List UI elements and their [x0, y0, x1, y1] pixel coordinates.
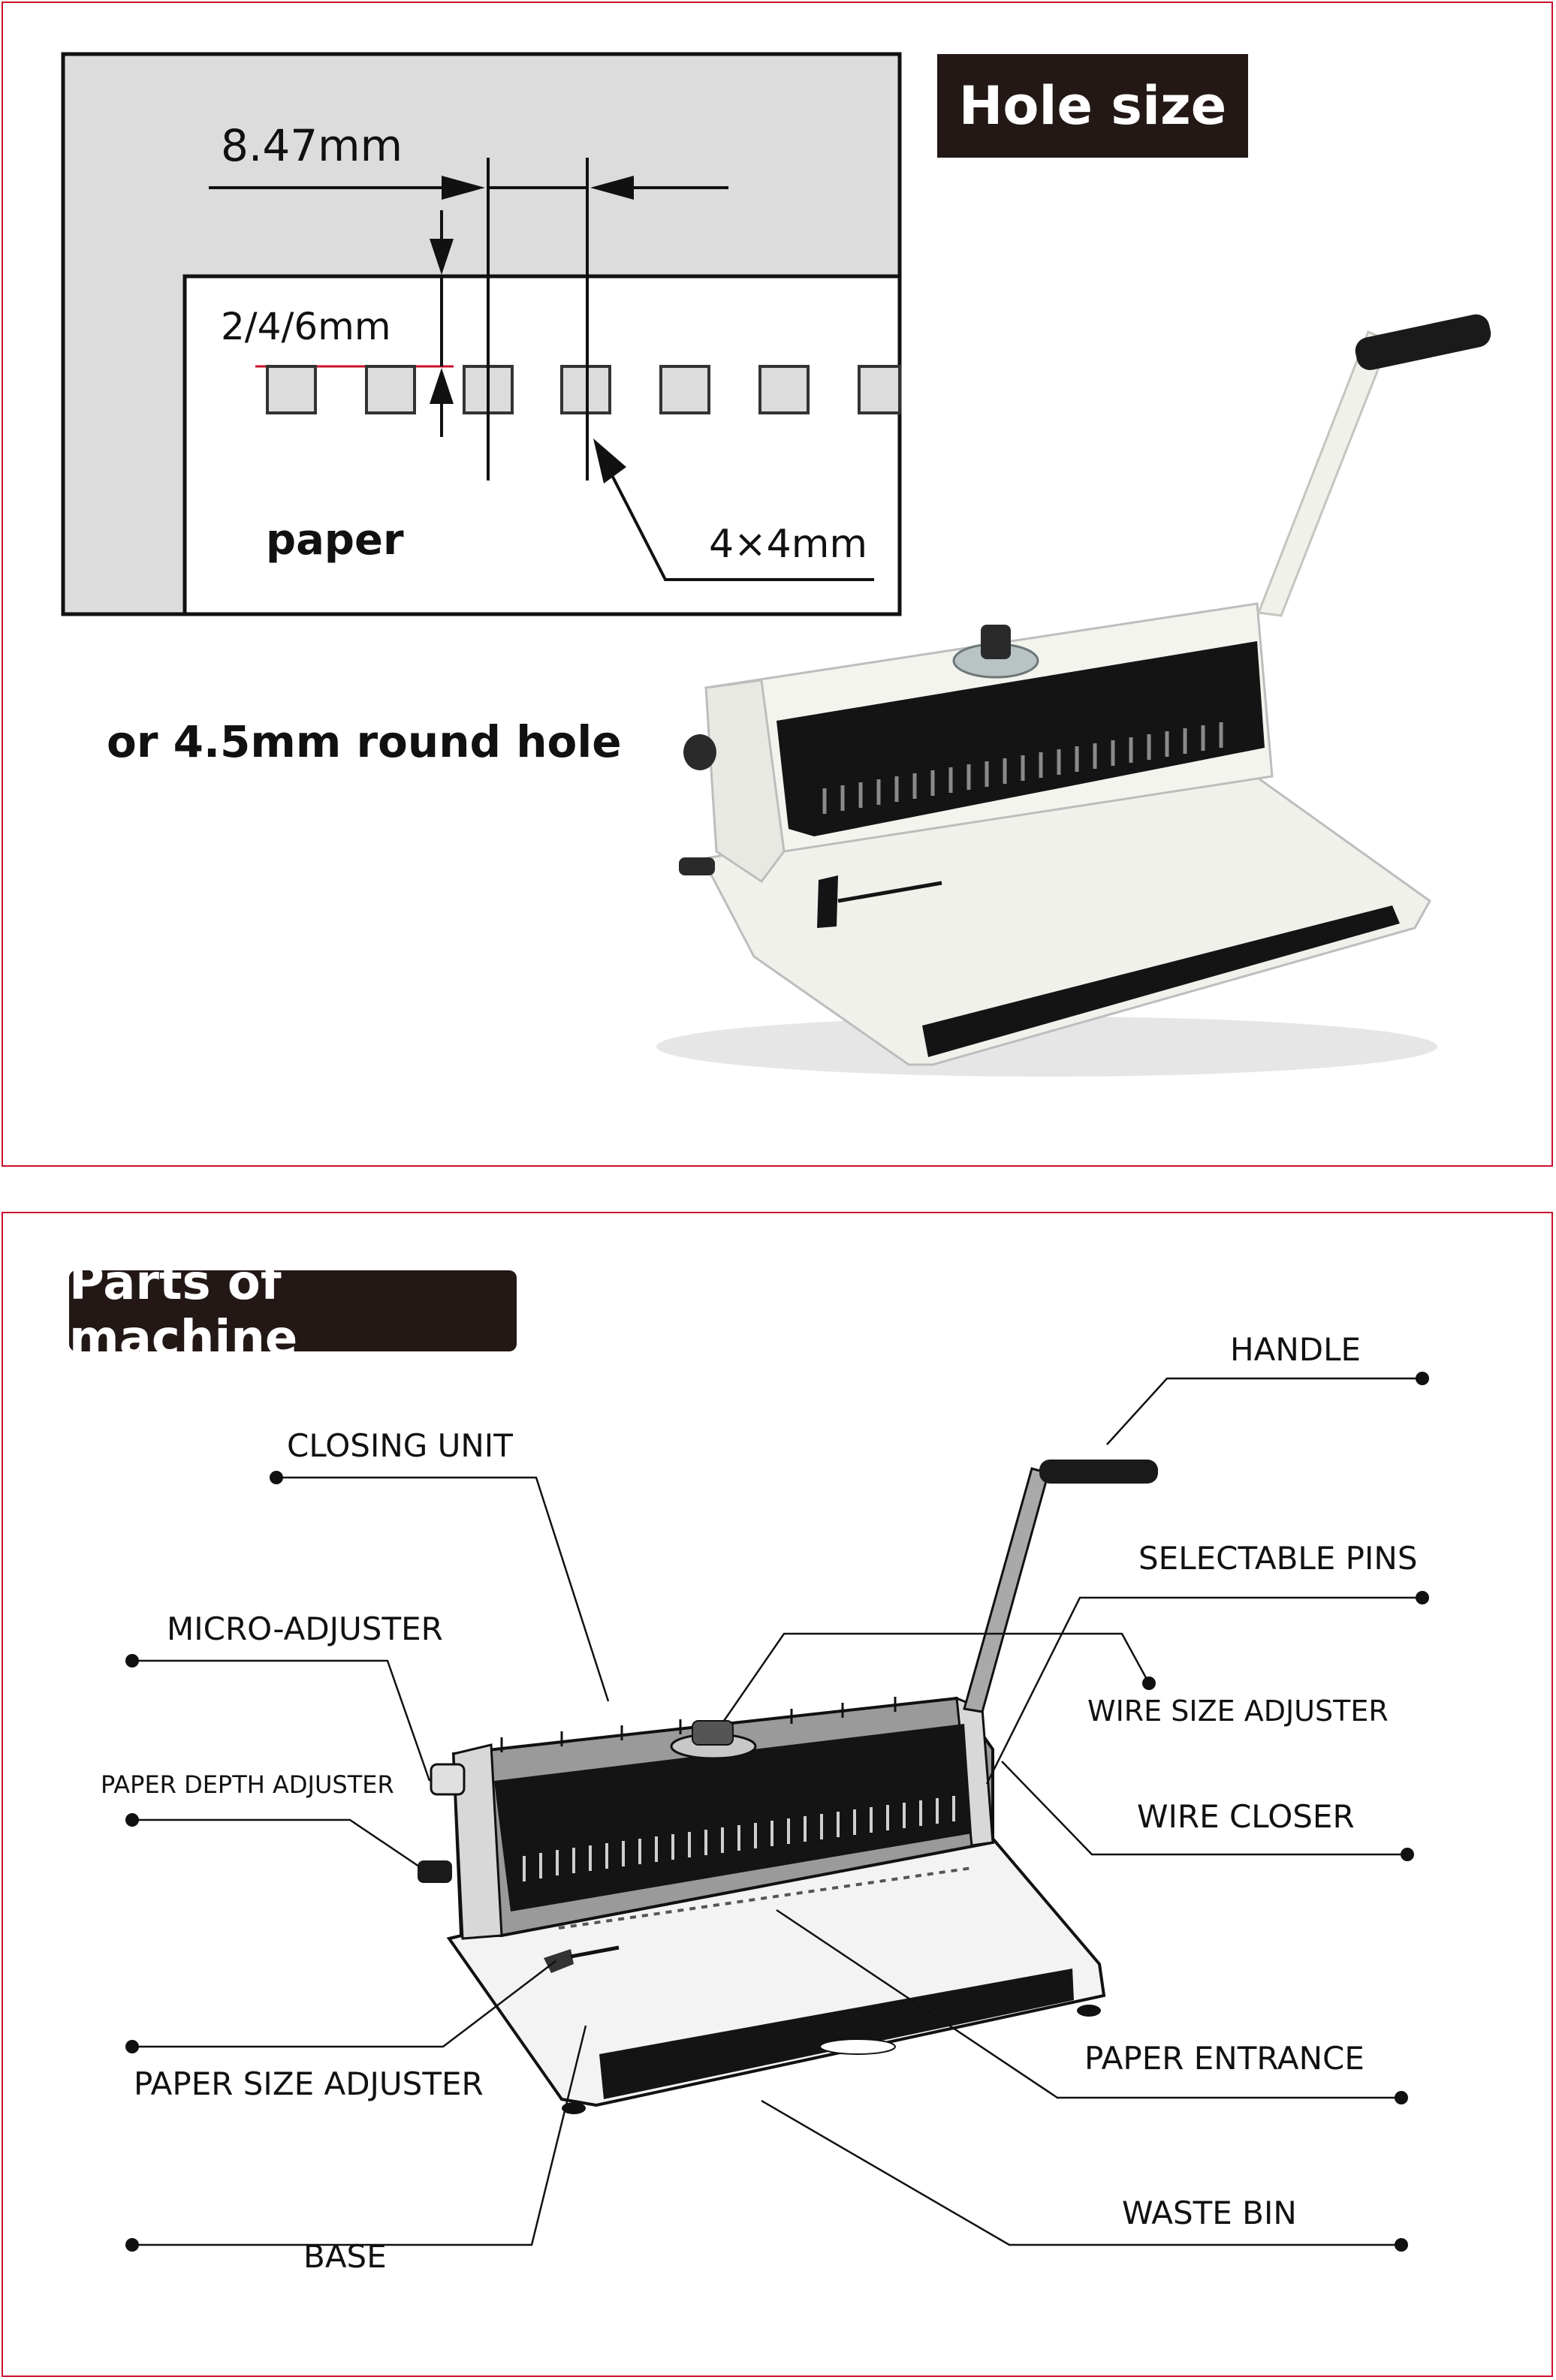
- handle-grip-shape: [1039, 1460, 1158, 1484]
- label-wire-size-adjuster: WIRE SIZE ADJUSTER: [1087, 1695, 1389, 1728]
- label-micro-adjuster: MICRO-ADJUSTER: [167, 1610, 443, 1647]
- label-paper-entrance: PAPER ENTRANCE: [1084, 2040, 1365, 2077]
- parts-diagram: HANDLE CLOSING UNIT SELECTABLE PINS MICR…: [101, 1331, 1429, 2275]
- lever-guide: [837, 881, 942, 903]
- handle-arm-shape: [963, 1467, 1050, 1713]
- parts-title: Parts of machine: [69, 1255, 517, 1366]
- leader-dots: [125, 1372, 1429, 2252]
- margin-label: 2/4/6mm: [221, 305, 391, 348]
- dial-knob: [981, 625, 1011, 659]
- paper-size-lever: [817, 875, 838, 928]
- hole-dim-arrowhead: [593, 438, 626, 484]
- handle-arm: [1256, 330, 1391, 617]
- margin-arrowhead-top: [430, 239, 454, 275]
- paper-size-lever-shape: [544, 1949, 574, 1973]
- machine-shadow: [656, 1017, 1437, 1077]
- foot: [1077, 2005, 1101, 2017]
- leader-base: [132, 2025, 587, 2246]
- leader-lines: [132, 1377, 1422, 2246]
- dot-paper-entrance: [1395, 2091, 1408, 2104]
- square-hole: [858, 365, 901, 414]
- label-waste-bin: WASTE BIN: [1122, 2195, 1297, 2231]
- dot-paper-depth-adjuster: [125, 1813, 139, 1827]
- waste-bin-slot: [922, 905, 1400, 1057]
- machine-illustration: [418, 1460, 1158, 2114]
- pitch-arrowhead-right: [590, 176, 634, 200]
- leader-micro-adjuster: [132, 1659, 431, 1782]
- label-paper-size-adjuster: PAPER SIZE ADJUSTER: [134, 2065, 484, 2102]
- end-cap-left: [452, 1743, 503, 1940]
- wire-size-dial-knob: [692, 1720, 734, 1746]
- paper-depth-knob: [418, 1860, 452, 1883]
- machine-base: [701, 760, 1431, 1066]
- round-hole-note: or 4.5mm round hole: [107, 716, 622, 767]
- label-handle: HANDLE: [1230, 1331, 1361, 1368]
- dot-paper-size-adjuster: [125, 2040, 139, 2053]
- label-paper-depth-adjuster: PAPER DEPTH ADJUSTER: [101, 1770, 394, 1799]
- leader-waste-bin: [761, 2099, 1401, 2246]
- dot-wire-size-adjuster: [1142, 1677, 1156, 1690]
- paper-sheet: [182, 274, 902, 616]
- dot-handle: [1416, 1372, 1429, 1385]
- label-closing-unit: CLOSING UNIT: [287, 1427, 513, 1464]
- side-lever: [679, 857, 715, 875]
- dot-selectable-pins: [1416, 1591, 1429, 1604]
- leader-handle: [1106, 1377, 1422, 1445]
- leader-paper-entrance: [776, 1909, 1401, 2099]
- dot-micro-adjuster: [125, 1654, 139, 1668]
- punch-teeth: [822, 722, 1223, 814]
- label-wire-closer: WIRE CLOSER: [1137, 1798, 1355, 1835]
- hole-size-diagram: 8.47mm 2/4/6mm paper 4×4mm: [61, 52, 1491, 1077]
- hole-size-panel: 8.47mm 2/4/6mm paper 4×4mm: [2, 2, 1553, 1167]
- waste-bin-grip: [819, 2038, 896, 2055]
- leader-selectable-pins: [985, 1596, 1422, 1785]
- leader-closing-unit: [276, 1476, 610, 1702]
- pitch-arrowhead-left: [442, 176, 485, 200]
- parts-panel: HANDLE CLOSING UNIT SELECTABLE PINS MICR…: [2, 1212, 1553, 2377]
- hole-dimension-label: 4×4mm: [709, 522, 867, 567]
- dot-waste-bin: [1395, 2238, 1408, 2252]
- pitch-label: 8.47mm: [221, 120, 403, 171]
- top-pins: [500, 1697, 897, 1752]
- margin-arrowhead-bottom: [430, 368, 454, 404]
- closing-unit-shape: [494, 1724, 972, 1912]
- hole-dim-leader: [598, 450, 874, 581]
- micro-adjuster-knob: [430, 1763, 466, 1796]
- hole-size-title: Hole size: [937, 54, 1248, 158]
- handle-grip: [1355, 314, 1491, 370]
- selectable-pins-row: [523, 1796, 955, 1881]
- foot: [562, 2102, 586, 2114]
- dot-closing-unit: [270, 1471, 283, 1484]
- leader-wire-size-adjuster: [722, 1632, 1150, 1722]
- binding-machine-photo: [656, 314, 1491, 1077]
- machine-side: [704, 679, 786, 884]
- side-knob: [683, 734, 716, 770]
- label-selectable-pins: SELECTABLE PINS: [1138, 1540, 1417, 1577]
- square-hole: [758, 365, 810, 414]
- square-hole: [659, 365, 710, 414]
- square-hole: [365, 365, 416, 414]
- paper-entrance-slot: [558, 1866, 973, 1930]
- dot-base: [125, 2238, 139, 2252]
- waste-bin-front: [599, 1969, 1074, 2099]
- square-hole: [266, 365, 317, 414]
- paper-label: paper: [266, 516, 404, 565]
- leader-paper-depth-adjuster: [132, 1818, 420, 1868]
- leader-wire-closer: [1001, 1761, 1407, 1856]
- dot-wire-closer: [1401, 1848, 1414, 1861]
- leader-paper-size-adjuster: [132, 1960, 556, 2048]
- paper-size-lever-guide: [570, 1945, 620, 1959]
- label-base: BASE: [303, 2238, 387, 2275]
